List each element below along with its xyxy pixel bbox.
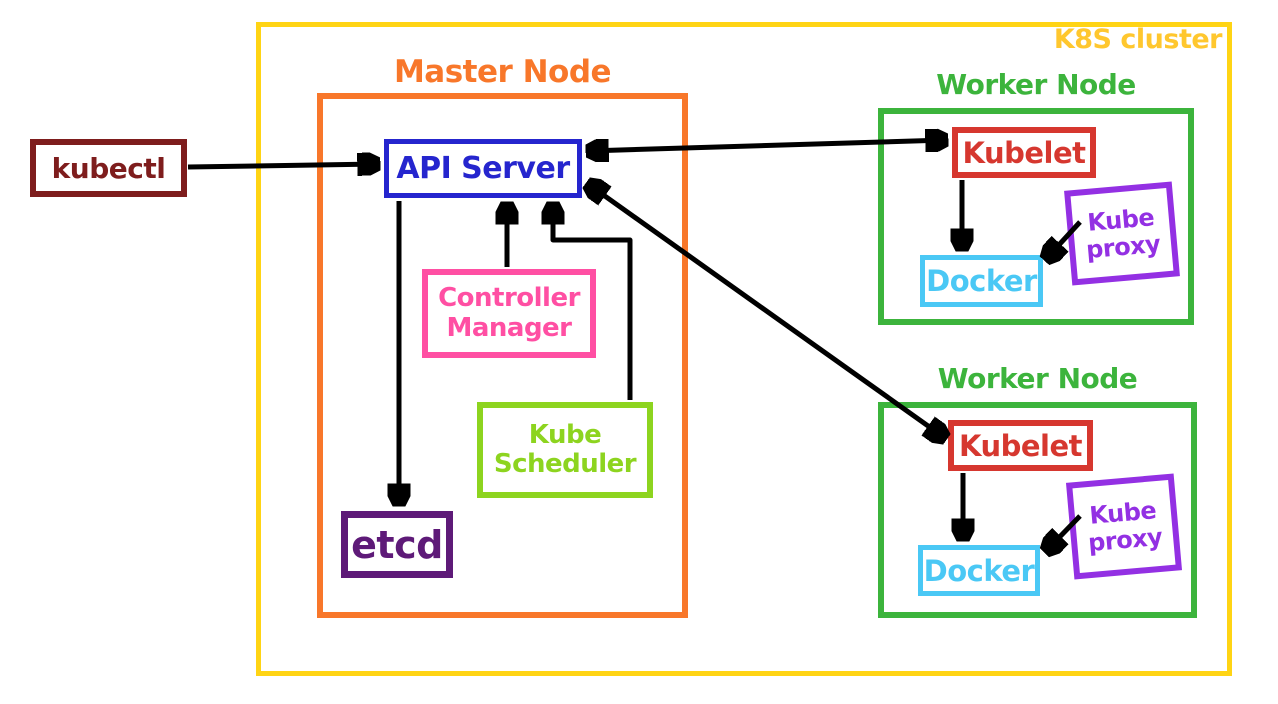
api-server-label: API Server <box>396 151 570 186</box>
kube-scheduler-label: Kube Scheduler <box>493 419 637 479</box>
kube-scheduler-box: Kube Scheduler <box>477 402 653 498</box>
docker-2-box: Docker <box>918 545 1040 596</box>
api-server-box: API Server <box>384 139 582 198</box>
kubectl-label: kubectl <box>51 151 166 185</box>
docker-1-box: Docker <box>920 255 1043 307</box>
kubelet-1-box: Kubelet <box>952 127 1096 178</box>
docker-1-label: Docker <box>926 264 1037 298</box>
kube-proxy-2-label: Kube proxy <box>1086 495 1164 557</box>
docker-2-label: Docker <box>923 553 1035 588</box>
master-node-label: Master Node <box>393 54 612 90</box>
kubelet-2-label: Kubelet <box>958 428 1083 463</box>
controller-manager-box: Controller Manager <box>422 269 596 358</box>
worker-node-2-label: Worker Node <box>937 362 1138 395</box>
kube-proxy-1-box: Kube proxy <box>1064 181 1180 286</box>
etcd-box: etcd <box>341 511 453 578</box>
kubelet-1-label: Kubelet <box>962 135 1086 170</box>
etcd-label: etcd <box>351 522 443 567</box>
worker-node-1-label: Worker Node <box>936 68 1136 101</box>
worker-node-2-box <box>878 402 1197 618</box>
k8s-cluster-box <box>256 22 1232 676</box>
kubectl-box: kubectl <box>30 139 187 197</box>
k8s-cluster-label: K8S cluster <box>1053 24 1223 55</box>
kubelet-2-box: Kubelet <box>948 420 1093 471</box>
controller-manager-label: Controller Manager <box>438 283 580 343</box>
kube-proxy-1-label: Kube proxy <box>1084 202 1162 264</box>
kube-proxy-2-box: Kube proxy <box>1065 473 1183 580</box>
